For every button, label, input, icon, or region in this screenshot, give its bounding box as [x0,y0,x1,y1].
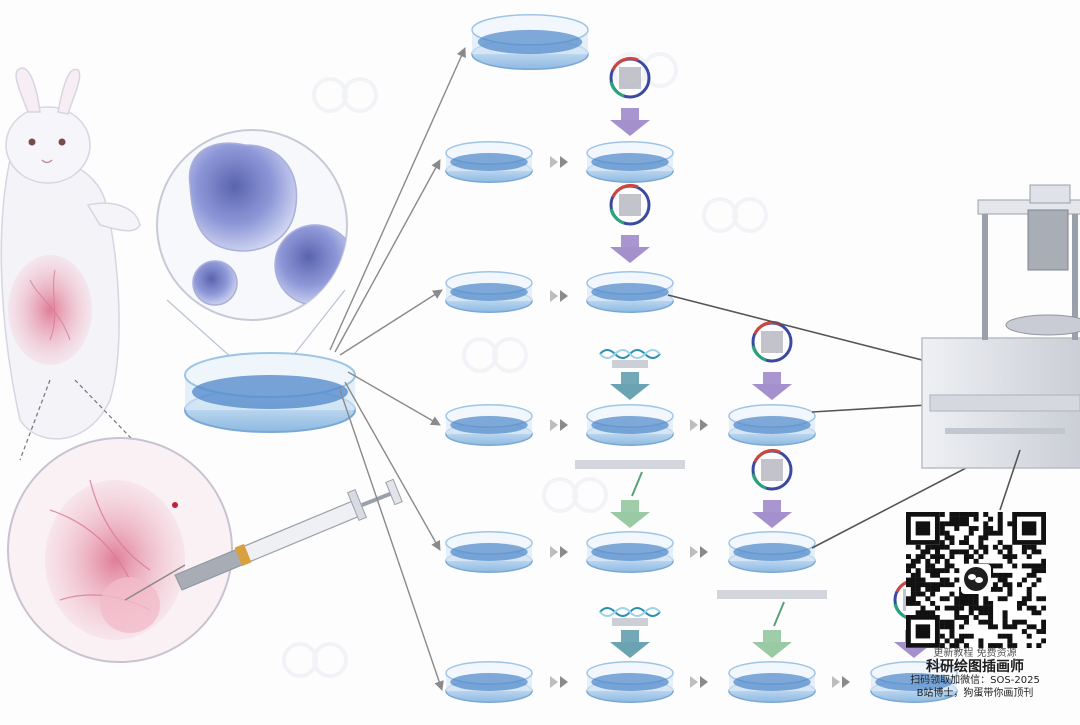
double-chevron-icon [832,676,850,688]
culture-dish [586,141,674,183]
double-chevron-icon [690,419,708,431]
source-culture-dish [184,352,356,433]
pipette-drop-icon [575,460,685,497]
culture-dish [445,271,533,313]
treatment-down-arrow [610,500,650,528]
double-chevron-icon [550,419,568,431]
plasmid-cycle-icon [609,56,651,99]
background-watermark [282,52,768,678]
step-arrows [550,156,850,688]
syringe-illustration [124,478,403,601]
culture-dish [586,271,674,313]
double-chevron-icon [550,546,568,558]
double-chevron-icon [690,546,708,558]
pipette-drop-icon [717,590,827,627]
culture-dish [445,404,533,446]
culture-dish [445,661,533,703]
rna-strand-icon [599,349,661,368]
double-chevron-icon [550,290,568,302]
double-chevron-icon [550,676,568,688]
qr-code [906,512,1047,648]
double-chevron-icon [690,676,708,688]
culture-dish [870,661,958,703]
treatment-down-arrow [752,372,792,400]
treatment-down-arrow [610,372,650,400]
plasmid-cycle-icon [751,448,793,491]
culture-dish [445,141,533,183]
qr-caption-bilibili: B站博士，狗蛋带你画顶刊 [916,688,1034,699]
plasmid-cycle-icon [751,320,793,363]
qr-code-graphic [906,512,1047,648]
cell-magnification-circle [156,129,348,386]
culture-dish [728,531,816,573]
qr-caption-title: 科研绘图插画师 [926,659,1024,675]
culture-dish [728,404,816,446]
treatment-down-arrow [752,500,792,528]
double-chevron-icon [550,156,568,168]
rna-strand-icon [599,607,661,626]
culture-dish [471,13,589,71]
culture-dish [586,661,674,703]
culture-dish [586,404,674,446]
distribution-arrows [329,47,466,691]
culture-dishes [445,13,958,703]
analysis-instrument [921,184,1080,511]
treatment-down-arrow [610,630,650,658]
culture-dish [728,661,816,703]
qr-caption-wechat: 扫码领取加微信：SOS-2025 [910,675,1040,686]
plasmid-cycle-icon [609,183,651,226]
tissue-zoom-circle [7,437,233,663]
culture-dish [586,531,674,573]
zoom-guide-line [19,379,51,461]
wechat-icon [961,564,991,594]
culture-dish [445,531,533,573]
treatment-down-arrow [610,235,650,263]
treatment-down-arrow [610,108,650,136]
treatment-down-arrow [752,630,792,658]
qr-caption-resources: 更新教程 免费资源 [933,648,1017,659]
rabbit-illustration [0,67,141,440]
